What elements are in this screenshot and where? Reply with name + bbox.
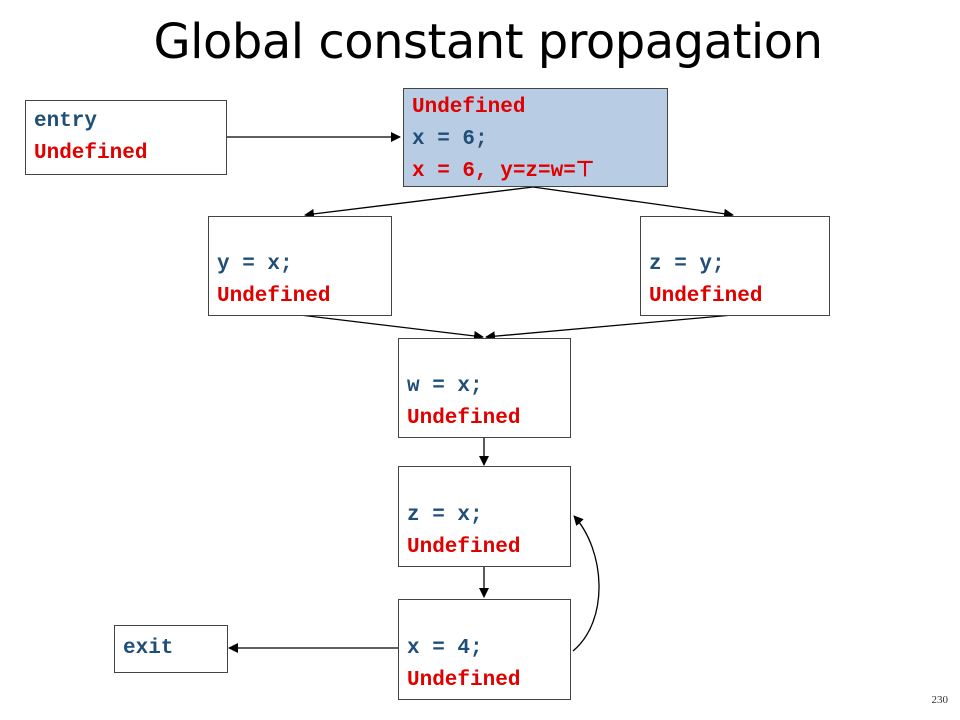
node-zx-code: z = x; <box>407 504 483 527</box>
node-w-equals-x: w = x; Undefined <box>398 338 571 438</box>
node-wx-state: Undefined <box>407 407 521 430</box>
node-z-equals-x: z = x; Undefined <box>398 466 571 567</box>
node-x-equals-4: x = 4; Undefined <box>398 599 571 700</box>
node-z-equals-y: z = y; Undefined <box>640 216 830 316</box>
node-x4-state: Undefined <box>407 669 521 692</box>
node-yx-code: y = x; <box>217 253 293 276</box>
edge-n3-n4 <box>485 314 734 342</box>
node-x-equals-6: Undefined x = 6; x = 6, y=z=w=⊤ <box>403 88 668 187</box>
edge-n6-n5-loop <box>572 515 600 652</box>
edge-n2-n4 <box>299 314 484 341</box>
entry-label: entry <box>34 109 98 133</box>
node-zx-state: Undefined <box>407 536 521 559</box>
entry-node: entry Undefined <box>25 100 227 175</box>
node-wx-code: w = x; <box>407 375 483 398</box>
node-x6-state-out: x = 6, y=z=w=⊤ <box>412 160 595 183</box>
node-y-equals-x: y = x; Undefined <box>208 216 392 316</box>
exit-label: exit <box>123 637 174 660</box>
slide-title: Global constant propagation <box>153 14 823 70</box>
slide-number: 230 <box>931 694 949 706</box>
node-zy-state: Undefined <box>649 285 763 308</box>
node-yx-state: Undefined <box>217 285 331 308</box>
node-zy-code: z = y; <box>649 253 725 276</box>
node-x6-code: x = 6; <box>412 128 488 151</box>
entry-state: Undefined <box>34 141 148 165</box>
edge-n1-n2 <box>304 186 534 219</box>
edge-n1-n3 <box>532 186 734 219</box>
node-x6-state-in: Undefined <box>412 96 526 119</box>
node-x4-code: x = 4; <box>407 637 483 660</box>
exit-node: exit <box>114 625 228 673</box>
